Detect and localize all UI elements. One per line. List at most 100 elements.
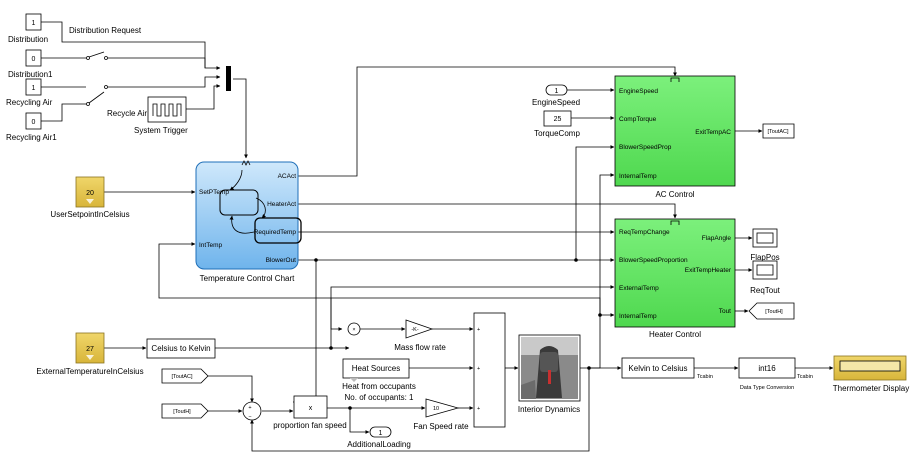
ac-port-blowerspeedprop: BlowerSpeedProp — [619, 144, 672, 151]
heater-port-exittempheater: ExitTempHeater — [685, 267, 732, 274]
label-interior-dynamics: Interior Dynamics — [518, 405, 580, 414]
chart-port-heateract: HeaterAct — [267, 201, 296, 208]
label-req-tout: ReqTout — [750, 286, 781, 295]
heat-sources-block[interactable]: Heat Sources — [342, 358, 410, 382]
svg-text:1: 1 — [555, 88, 559, 95]
heater-port-externaltemp: ExternalTemp — [619, 285, 659, 292]
svg-text:int16: int16 — [758, 364, 776, 373]
engine-speed-inport[interactable]: 1 — [545, 84, 568, 96]
svg-text:+: + — [477, 406, 480, 412]
temperature-control-chart[interactable] — [195, 161, 302, 270]
celsius-to-kelvin-block[interactable]: Celsius to Kelvin — [146, 338, 216, 359]
label-flap-pos: FlapPos — [750, 253, 779, 262]
svg-text:Celsius to Kelvin: Celsius to Kelvin — [151, 344, 210, 353]
reqtout-scope-icon[interactable] — [752, 260, 778, 280]
svg-text:+: + — [477, 327, 480, 333]
sum-block[interactable]: + − — [242, 401, 262, 421]
additional-loading-outport[interactable]: 1 — [369, 426, 392, 438]
ac-port-internaltemp: InternalTemp — [619, 173, 657, 180]
label-system-trigger: System Trigger — [134, 126, 188, 135]
heater-control-subsystem[interactable] — [614, 218, 736, 328]
ac-port-exittempac: ExitTempAC — [695, 129, 731, 136]
svg-text:Heat Sources: Heat Sources — [352, 364, 400, 373]
svg-text:10: 10 — [433, 406, 439, 412]
label-proportion-fan-speed: proportion fan speed — [273, 421, 346, 430]
const-distribution1[interactable]: 0 — [25, 49, 42, 67]
kelvin-to-celsius-block[interactable]: Kelvin to Celsius — [621, 357, 695, 379]
label-data-type-conversion: Data Type Conversion — [740, 385, 794, 391]
mux-bar — [226, 66, 231, 91]
svg-text:+: + — [477, 366, 480, 372]
label-recycling-air: Recycling Air — [6, 98, 53, 107]
label-heat-from-occupants: Heat from occupants — [342, 382, 416, 391]
label-distribution-request: Distribution Request — [69, 26, 142, 35]
interior-dynamics-block[interactable] — [518, 334, 581, 402]
signal-lines — [41, 21, 834, 452]
chart-port-inttemp: IntTemp — [199, 242, 223, 249]
user-setpoint-block[interactable]: 20 — [75, 176, 105, 208]
switch-distribution-icon[interactable] — [86, 51, 108, 60]
svg-text:20: 20 — [86, 190, 94, 197]
svg-text:1: 1 — [379, 430, 383, 437]
sum-bus-block[interactable]: + + + — [473, 312, 506, 428]
chart-port-blowerout: BlowerOut — [266, 257, 297, 264]
label-ac-control: AC Control — [655, 190, 694, 199]
heater-port-blowerspeedproportion: BlowerSpeedProportion — [619, 257, 688, 264]
label-recycling-air1: Recycling Air1 — [6, 133, 57, 142]
product-sum-block[interactable]: × — [347, 322, 361, 336]
heater-port-flapangle: FlapAngle — [702, 235, 732, 242]
label-no-of-occupants: No. of occupants: 1 — [345, 393, 414, 402]
svg-text:−: − — [248, 414, 251, 420]
svg-text:[ToutAC]: [ToutAC] — [767, 129, 789, 135]
heater-port-tout: Tout — [719, 308, 731, 315]
const-distribution[interactable]: 1 — [25, 13, 42, 31]
svg-text:27: 27 — [86, 346, 94, 353]
from-toutac[interactable]: [ToutAC] — [161, 368, 209, 384]
const-recycling-air1[interactable]: 0 — [25, 112, 42, 130]
label-external-temp: ExternalTemperatureInCelsius — [36, 367, 143, 376]
label-engine-speed: EngineSpeed — [532, 98, 580, 107]
switch-recycle-air-icon[interactable] — [86, 85, 108, 106]
label-mass-flow-rate: Mass flow rate — [394, 343, 446, 352]
svg-text:×: × — [352, 327, 355, 333]
gain-10-block[interactable]: 10 — [425, 398, 460, 418]
label-distribution1: Distribution1 — [8, 70, 53, 79]
label-temp-chart: Temperature Control Chart — [200, 274, 295, 283]
const-recycling-air[interactable]: 1 — [25, 78, 42, 96]
label-distribution: Distribution — [8, 35, 48, 44]
from-touth[interactable]: [ToutH] — [161, 403, 209, 419]
int16-conversion-block[interactable]: int16 — [738, 357, 796, 379]
ac-port-comptorque: CompTorque — [619, 116, 657, 123]
thermometer-display-block[interactable] — [833, 355, 907, 381]
system-trigger-block[interactable] — [147, 96, 187, 123]
svg-text:-K-: -K- — [411, 327, 419, 333]
signal-tcabin-1: Tcabin — [697, 374, 713, 380]
label-additional-loading: AdditionalLoading — [347, 440, 411, 449]
external-temp-block[interactable]: 27 — [75, 332, 105, 364]
gain-k-block[interactable]: -K- — [405, 319, 434, 339]
label-user-setpoint: UserSetpointInCelsius — [50, 210, 129, 219]
label-heater-control: Heater Control — [649, 330, 701, 339]
flappos-scope-icon[interactable] — [752, 228, 778, 248]
label-recycle-air-on: Recycle Air On — [107, 109, 160, 118]
product-x-block[interactable]: x — [293, 395, 328, 419]
svg-text:1: 1 — [32, 20, 36, 27]
svg-text:1: 1 — [32, 85, 36, 92]
torque-comp-constant[interactable]: 25 — [543, 110, 572, 127]
heater-port-internaltemp: InternalTemp — [619, 313, 657, 320]
goto-toutac[interactable]: [ToutAC] — [762, 123, 795, 139]
goto-touth[interactable]: [ToutH] — [748, 302, 795, 320]
svg-text:Kelvin to Celsius: Kelvin to Celsius — [628, 364, 687, 373]
branch-points — [314, 258, 602, 410]
ac-control-subsystem[interactable] — [614, 75, 736, 187]
label-torque-comp: TorqueComp — [534, 129, 580, 138]
trigger-icon — [241, 160, 251, 166]
heater-port-reqtempchange: ReqTempChange — [619, 229, 670, 236]
chart-port-acact: ACAct — [278, 173, 297, 180]
ac-port-enginespeed: EngineSpeed — [619, 88, 658, 95]
chart-port-requiredtemp: RequiredTemp — [254, 229, 297, 236]
svg-text:[ToutH]: [ToutH] — [765, 309, 783, 315]
label-fan-speed-rate: Fan Speed rate — [413, 422, 469, 431]
label-thermometer-display: Thermometer Display — [833, 384, 909, 393]
